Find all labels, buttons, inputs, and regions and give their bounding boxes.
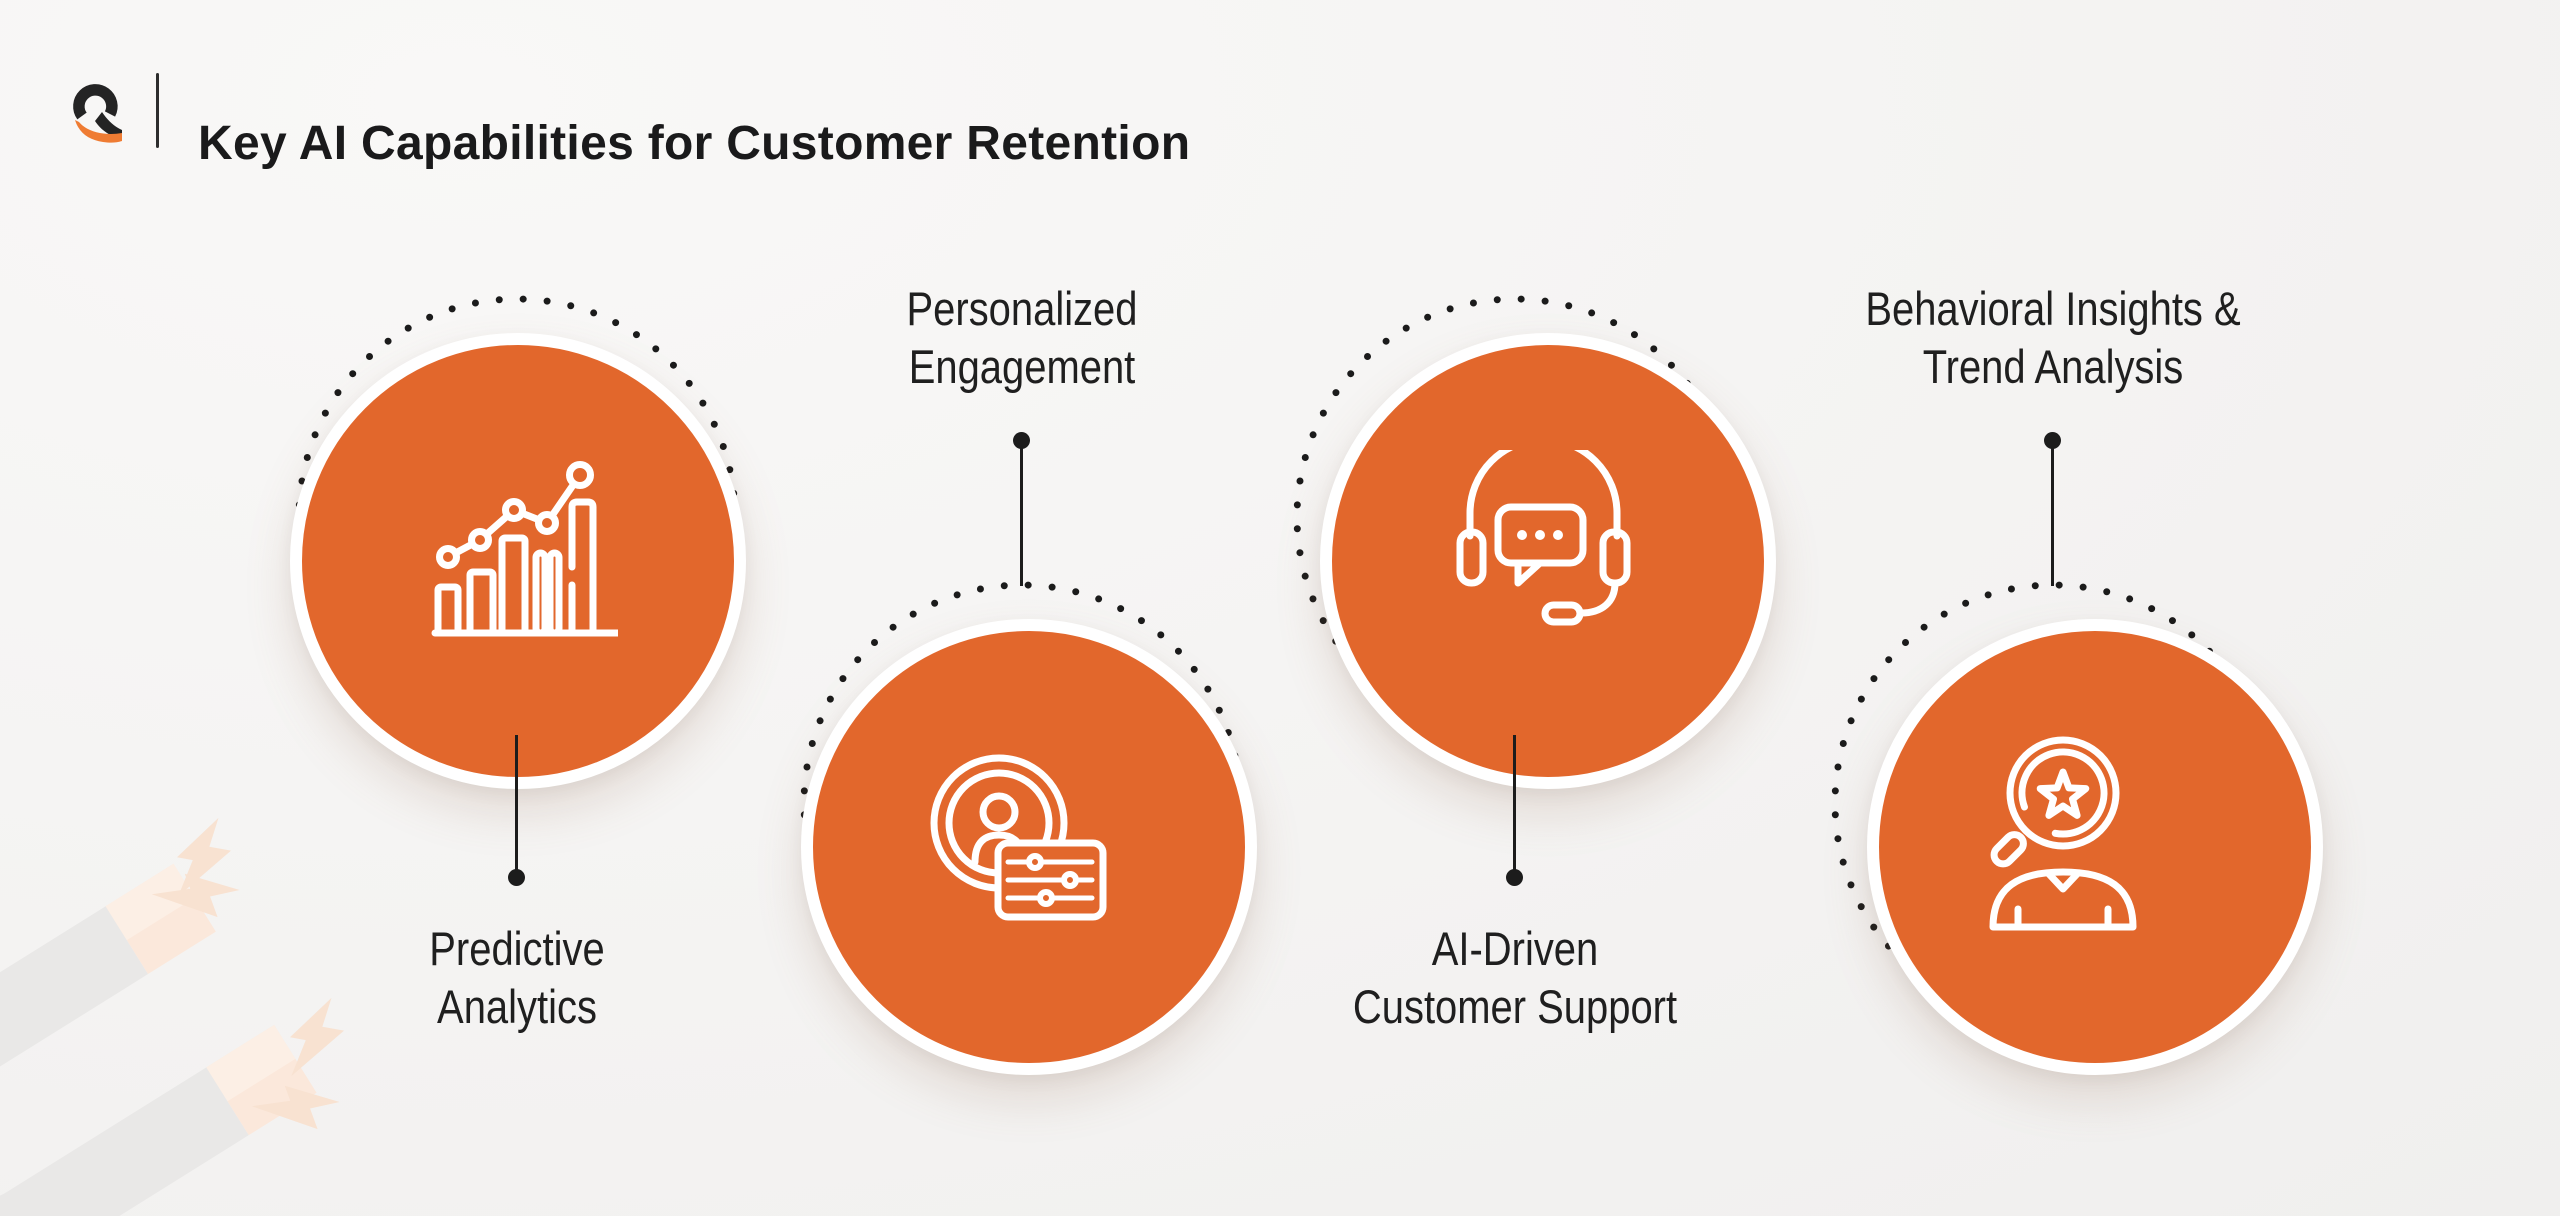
horseshoe-magnet-icon — [0, 863, 317, 1216]
logo-swoosh — [75, 120, 122, 143]
target-user-sliders-icon — [925, 740, 1125, 940]
capability-label-behavioral-insights: Behavioral Insights & Trend Analysis — [1781, 280, 2325, 396]
label-line-2: Engagement — [908, 340, 1136, 393]
header-divider — [156, 73, 159, 148]
capability-label-predictive-analytics: Predictive Analytics — [245, 920, 789, 1036]
label-line-1: Predictive — [429, 922, 605, 975]
label-line-1: AI-Driven — [1431, 922, 1599, 975]
connector-dot — [508, 869, 525, 886]
connector-dot — [2044, 432, 2061, 449]
page-title: Key AI Capabilities for Customer Retenti… — [198, 117, 1191, 171]
label-line-1: Personalized — [906, 282, 1138, 335]
capability-label-personalized-engagement: Personalized Engagement — [750, 280, 1294, 396]
lightning-bolt-icon — [251, 1085, 340, 1130]
label-line-2: Customer Support — [1352, 980, 1678, 1033]
lightning-bolt-icon — [177, 817, 232, 897]
bar-chart-trend-icon — [418, 450, 629, 650]
connector-dot — [1506, 869, 1523, 886]
connector-line — [2051, 441, 2054, 586]
logo-ring — [73, 84, 118, 120]
brand-logo-icon — [73, 84, 122, 143]
label-line-2: Analytics — [437, 980, 597, 1033]
label-line-2: Trend Analysis — [1922, 340, 2184, 393]
label-line-1: Behavioral Insights & — [1865, 282, 2241, 335]
logo-tail — [95, 112, 122, 139]
headset-chat-bubble-icon — [1444, 436, 1644, 650]
lightning-bolt-icon — [151, 873, 240, 918]
connector-line — [515, 735, 518, 879]
connector-line — [1020, 441, 1023, 586]
connector-dot — [1013, 432, 1030, 449]
magnifier-star-user-icon — [1955, 735, 2155, 935]
capability-label-ai-customer-support: AI-Driven Customer Support — [1243, 920, 1787, 1036]
connector-line — [1513, 735, 1516, 879]
